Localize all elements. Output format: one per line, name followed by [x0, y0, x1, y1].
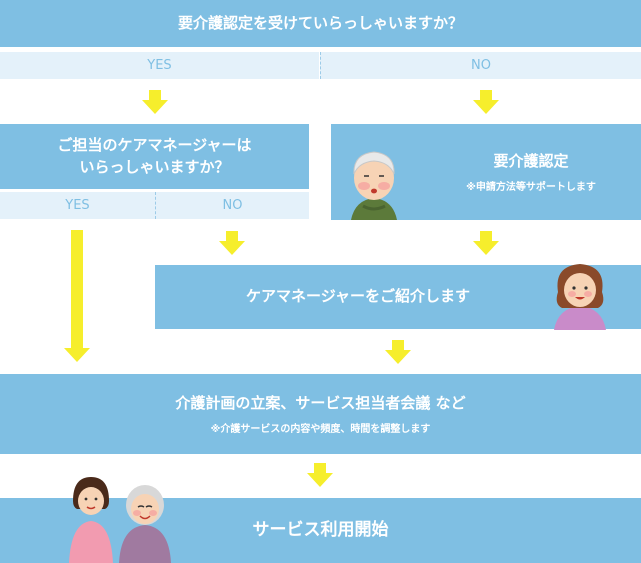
- question-certification: 要介護認定を受けていらっしゃいますか？: [0, 0, 641, 47]
- question-care-manager: ご担当のケアマネージャーは いらっしゃいますか？: [0, 124, 309, 189]
- care-plan-title: 介護計画の立案、サービス担当者会議 など: [175, 394, 466, 413]
- q2-no-option: NO: [155, 192, 309, 219]
- care-manager-woman-icon: [554, 264, 606, 330]
- care-certification-title: 要介護認定: [493, 152, 569, 171]
- elderly-man-icon: [351, 151, 397, 220]
- long-arrow-down-icon: [64, 230, 90, 362]
- q2-yes-option: YES: [0, 192, 155, 219]
- caregiver-and-elderly-woman-icon: [69, 477, 171, 563]
- care-plan-note: ※介護サービスの内容や頻度、時間を調整します: [210, 423, 431, 435]
- arrow-down-icon: [473, 90, 499, 114]
- question-certification-title: 要介護認定を受けていらっしゃいますか？: [177, 13, 463, 32]
- care-certification-note: ※申請方法等サポートします: [466, 181, 596, 193]
- question-care-manager-line1: ご担当のケアマネージャーは: [57, 135, 252, 154]
- arrow-down-icon: [473, 231, 499, 255]
- service-start-title: サービス利用開始: [252, 520, 389, 541]
- q1-yes-option: YES: [0, 52, 319, 79]
- question-care-manager-line2: いらっしゃいますか？: [79, 157, 230, 176]
- care-manager-intro-title: ケアマネージャーをご紹介します: [246, 287, 470, 306]
- care-plan-box: 介護計画の立案、サービス担当者会議 など ※介護サービスの内容や頻度、時間を調整…: [0, 374, 641, 454]
- arrow-down-icon: [385, 340, 411, 364]
- arrow-down-icon: [142, 90, 168, 114]
- arrow-down-icon: [219, 231, 245, 255]
- arrow-down-icon: [307, 463, 333, 487]
- q1-no-option: NO: [320, 52, 641, 79]
